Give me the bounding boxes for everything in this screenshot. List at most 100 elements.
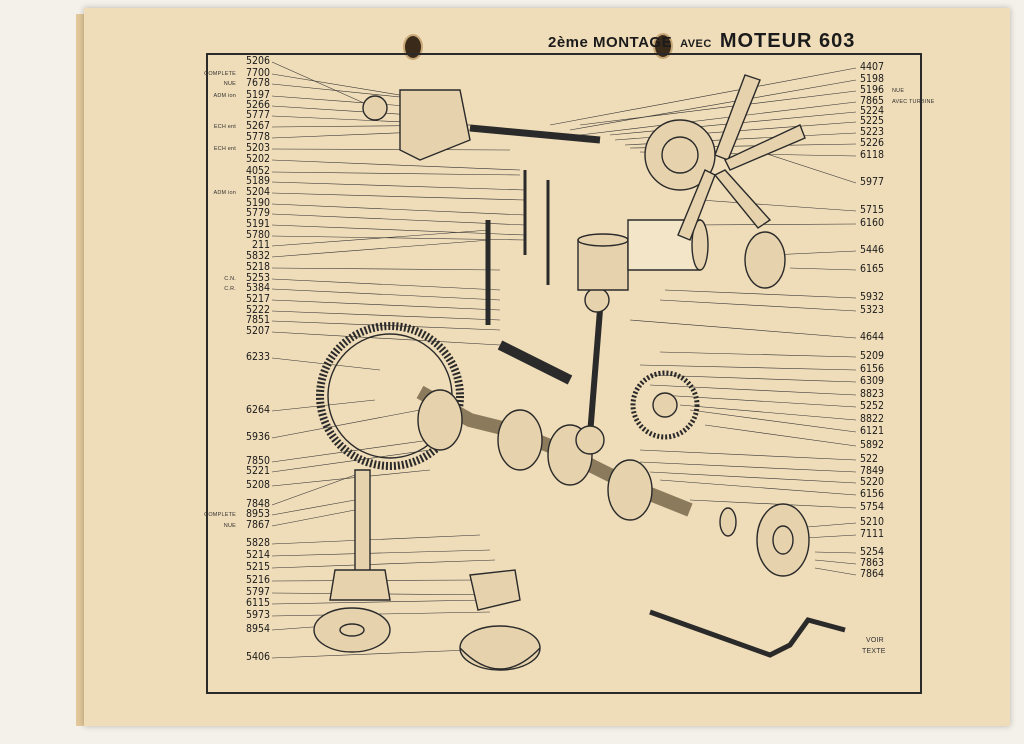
part-label-left: 5406 [245, 651, 270, 663]
leader-line [271, 61, 376, 109]
part-label-left: 5204 [245, 186, 270, 198]
leader-line [689, 223, 857, 226]
part-label-right: 5209 [860, 350, 885, 362]
leader-line [271, 148, 511, 151]
part-label-right: 5892 [860, 439, 885, 451]
part-label-right: 5224 [860, 105, 885, 117]
leader-line [814, 567, 857, 576]
part-label-left: 5197 [245, 89, 270, 101]
oil-strainer [459, 625, 541, 671]
part-label-right: 5225 [860, 115, 885, 127]
leader-line [639, 364, 857, 371]
part-label-left: 4052 [245, 165, 270, 177]
leader-line [271, 474, 356, 506]
part-label-left: 7848 [245, 498, 270, 510]
oil-strainer-bowl [459, 647, 541, 670]
part-label-right: 5198 [860, 73, 885, 85]
timing-gear-hub [652, 392, 678, 418]
part-label-right: 4644 [860, 331, 885, 343]
leader-line [679, 404, 857, 421]
fan-blade-1 [714, 74, 761, 161]
oil-filter-hole [339, 623, 365, 637]
leader-line [271, 239, 491, 258]
pump-nut [362, 95, 388, 121]
leader-line [689, 409, 857, 433]
flywheel-ring-gear [316, 322, 464, 470]
leader-line [271, 278, 501, 291]
part-label-left: 5221 [245, 465, 270, 477]
part-label-left: 211 [251, 239, 270, 251]
part-label-right: 5932 [860, 291, 885, 303]
leader-line [271, 235, 526, 241]
part-label-right: 8823 [860, 388, 885, 400]
pump-shaft [469, 124, 601, 144]
part-label-right: 5223 [860, 126, 885, 138]
part-label-left: 5936 [245, 431, 270, 443]
part-label-right: 7863 [860, 557, 885, 569]
part-label-right: 6160 [860, 217, 885, 229]
part-label-right: 5196 [860, 84, 885, 96]
part-label-left: 5777 [245, 109, 270, 121]
leader-line [271, 649, 471, 659]
part-label-left: 6264 [245, 404, 270, 416]
leader-line [579, 90, 857, 126]
part-label-left: 5778 [245, 131, 270, 143]
part-label-right: 5977 [860, 176, 885, 188]
crank-web-2 [497, 409, 543, 471]
part-label-left: 5266 [245, 99, 270, 111]
part-label-left: 5202 [245, 153, 270, 165]
leader-line [659, 479, 857, 496]
crank-pulley [756, 503, 810, 577]
part-label-right: 5254 [860, 546, 885, 558]
leader-line [271, 559, 496, 569]
con-rod-big-end [575, 425, 605, 455]
leader-line [704, 424, 857, 447]
leader-line [639, 461, 857, 473]
part-label-left: 5203 [245, 142, 270, 154]
pulley-5446 [744, 231, 786, 289]
binder-hole-right [653, 33, 673, 59]
part-label-right: 6118 [860, 149, 885, 161]
part-label-left: 7867 [245, 519, 270, 531]
leader-line [271, 499, 356, 516]
part-label-note: ADM ion [213, 190, 236, 196]
part-label-right: 6156 [860, 488, 885, 500]
leader-line [579, 101, 857, 136]
connecting-rod [587, 309, 603, 436]
leader-line [814, 551, 857, 554]
leader-line [271, 224, 526, 236]
camshaft [497, 340, 573, 385]
part-label-note: ADM ion [213, 93, 236, 99]
part-label-right: 6309 [860, 375, 885, 387]
voir-texte-note: TEXTE [862, 648, 886, 655]
fan-blade-3 [713, 169, 772, 229]
leader-line [271, 549, 491, 557]
pump-flange [469, 569, 521, 611]
leader-line [649, 384, 857, 396]
part-label-left: 5190 [245, 197, 270, 209]
part-label-right: 4407 [860, 61, 885, 73]
leader-line [271, 203, 526, 216]
leader-line [271, 171, 521, 176]
part-label-note: COMPLETE [204, 512, 236, 518]
leader-line [271, 181, 526, 191]
part-label-left: 5828 [245, 537, 270, 549]
leader-line [271, 331, 501, 346]
leader-line [271, 534, 481, 545]
leader-line [271, 310, 501, 321]
title-avec: AVEC [680, 38, 712, 50]
part-label-left: 7678 [245, 77, 270, 89]
leader-line [659, 299, 857, 312]
part-label-left: 7700 [245, 67, 270, 79]
part-label-note: ECH ent [213, 146, 236, 152]
part-label-left: 7850 [245, 455, 270, 467]
leader-line [659, 394, 857, 408]
part-label-left: 5267 [245, 120, 270, 132]
diagram-frame [206, 53, 922, 694]
part-label-right: 7111 [860, 528, 885, 540]
leader-line [271, 159, 521, 171]
crank-web-4 [607, 459, 653, 521]
part-label-right: 5323 [860, 304, 885, 316]
part-label-left: 5206 [245, 55, 270, 67]
part-label-right: 5220 [860, 476, 885, 488]
